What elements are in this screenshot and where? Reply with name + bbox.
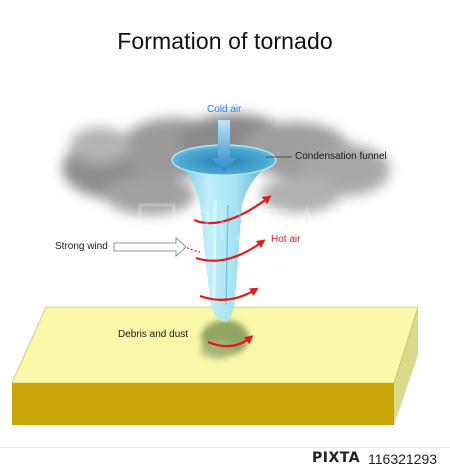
strong-wind-arrow-icon — [113, 237, 187, 257]
hot-air-arrow-icon — [179, 195, 272, 348]
strong-wind-label: Strong wind — [55, 241, 108, 252]
cold-air-arrow-icon — [212, 120, 236, 172]
ground-front — [12, 383, 394, 425]
stock-footer — [0, 447, 450, 470]
condensation-funnel-label: Condensation funnel — [295, 151, 387, 162]
diagram-title: Formation of tornado — [117, 28, 333, 54]
brand-name: PIXTA — [312, 450, 361, 466]
debris-and-dust-label: Debris and dust — [118, 329, 189, 340]
cold-air-label: Cold air — [207, 104, 242, 115]
stock-id: 116321293 — [368, 451, 438, 467]
watermark — [138, 203, 320, 241]
hot-air-label: Hot air — [271, 234, 301, 245]
ground-side — [394, 307, 418, 425]
